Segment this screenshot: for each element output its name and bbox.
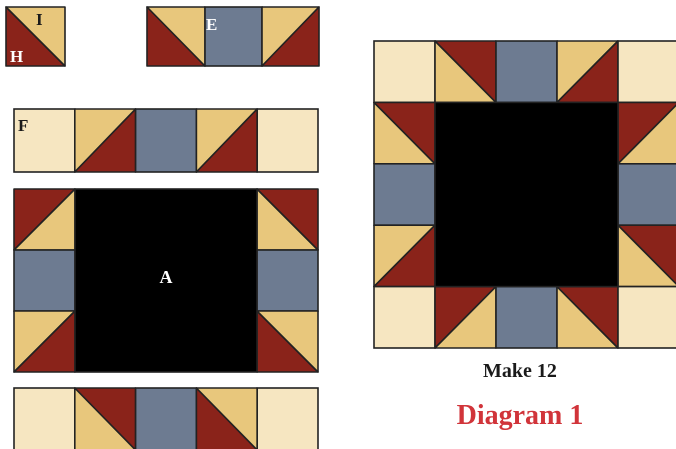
hst-triangle-pair xyxy=(146,6,206,67)
unit-label-i: I xyxy=(36,10,43,29)
hst-triangle-pair xyxy=(256,310,319,373)
hst-triangle-pair xyxy=(13,310,76,373)
cream-square xyxy=(373,40,436,104)
center-square xyxy=(434,101,619,288)
unit-label-a: A xyxy=(160,267,173,287)
center-square-a xyxy=(74,188,258,373)
slate-square xyxy=(617,163,676,227)
hst-triangle-pair xyxy=(195,387,259,449)
unit-hst-i-h xyxy=(5,6,66,67)
unit-f-strip xyxy=(13,108,319,173)
cream-square xyxy=(617,285,676,349)
cream-square xyxy=(256,387,319,449)
hst-triangle-pair xyxy=(74,108,137,173)
slate-square xyxy=(134,387,198,449)
unit-label-f: F xyxy=(18,116,28,135)
cream-square xyxy=(13,387,76,449)
triangle xyxy=(256,188,319,251)
hst-triangle-pair xyxy=(556,285,619,349)
hst-triangle-pair xyxy=(256,188,319,251)
hst-triangle-pair xyxy=(434,40,497,104)
cream-square xyxy=(373,285,436,349)
slate-square xyxy=(13,249,76,312)
slate-square xyxy=(495,285,558,349)
hst-triangle-pair xyxy=(74,387,137,449)
unit-e-strip xyxy=(146,6,320,67)
hst-triangle-pair xyxy=(434,285,497,349)
diagram-title: Diagram 1 xyxy=(456,400,584,431)
hst-triangle-pair xyxy=(13,188,76,251)
hst-triangle-pair xyxy=(556,40,619,104)
triangle xyxy=(261,6,320,67)
slate-square xyxy=(256,249,319,312)
bottom-border-strip xyxy=(13,387,319,449)
triangle xyxy=(617,224,676,285)
unit-label-h: H xyxy=(10,47,23,66)
cream-square xyxy=(13,108,76,173)
triangle xyxy=(256,310,319,373)
slate-square xyxy=(495,40,558,104)
cream-square xyxy=(617,40,676,104)
slate-square xyxy=(134,108,198,173)
triangle xyxy=(5,6,66,67)
hst-triangle-pair xyxy=(373,101,436,165)
unit-label-e: E xyxy=(206,15,217,34)
slate-square xyxy=(204,6,263,67)
cream-square xyxy=(256,108,319,173)
finished-block xyxy=(373,40,676,349)
make-quantity-label: Make 12 xyxy=(483,360,557,382)
hst-triangle-pair xyxy=(617,224,676,288)
hst-triangle-pair xyxy=(373,224,436,288)
hst-triangle-pair xyxy=(261,6,320,67)
hst-triangle-pair xyxy=(195,108,259,173)
slate-square xyxy=(373,163,436,227)
hst-triangle-pair xyxy=(617,101,676,165)
middle-section xyxy=(13,188,319,373)
